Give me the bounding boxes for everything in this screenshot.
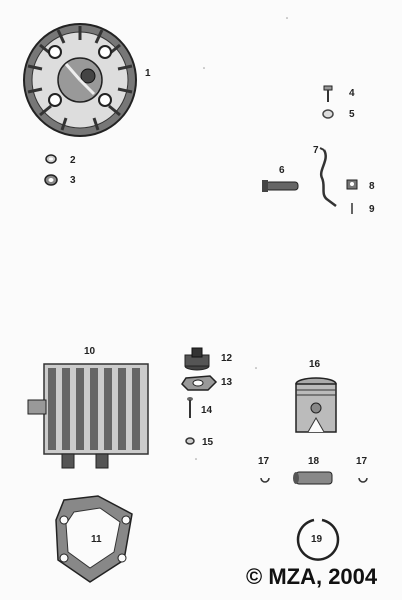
callout-19: 19	[311, 534, 323, 545]
part-13-flange	[181, 375, 218, 391]
part-6-pin	[262, 180, 299, 192]
part-8-block	[346, 179, 358, 190]
callout-18: 18	[308, 456, 320, 467]
part-4-screw	[323, 85, 333, 102]
callout-3: 3	[70, 175, 76, 186]
part-5-washer	[322, 109, 334, 119]
part-17-circlip-right	[358, 477, 368, 483]
part-15-washer	[185, 437, 195, 445]
callout-5: 5	[349, 109, 355, 120]
callout-7: 7	[313, 145, 319, 156]
part-16-piston	[295, 377, 337, 433]
callout-2: 2	[70, 155, 76, 166]
part-18-piston-pin	[293, 471, 333, 485]
part-2-washer	[45, 154, 57, 164]
callout-13: 13	[221, 377, 233, 388]
callout-10: 10	[84, 346, 96, 357]
copyright-notice: © MZA, 2004	[246, 564, 378, 589]
part-17-circlip-left	[260, 477, 270, 483]
callout-17-left: 17	[258, 456, 270, 467]
callout-9: 9	[369, 204, 375, 215]
callout-6: 6	[279, 165, 285, 176]
part-10-cylinder	[27, 363, 149, 469]
callout-1: 1	[145, 68, 151, 79]
part-19-piston-ring	[296, 518, 340, 561]
callout-17-right: 17	[356, 456, 368, 467]
part-3-nut	[44, 174, 58, 186]
callout-16: 16	[309, 359, 321, 370]
callout-4: 4	[349, 88, 355, 99]
part-1-cylinder-head	[23, 23, 137, 137]
part-12-cap	[184, 347, 210, 371]
callout-8: 8	[369, 181, 375, 192]
part-11-gasket	[55, 495, 133, 583]
callout-15: 15	[202, 437, 214, 448]
callout-14: 14	[201, 405, 213, 416]
part-14-screw	[187, 397, 193, 418]
callout-11: 11	[91, 534, 102, 545]
part-7-spring-lever	[319, 147, 337, 207]
callout-12: 12	[221, 353, 233, 364]
